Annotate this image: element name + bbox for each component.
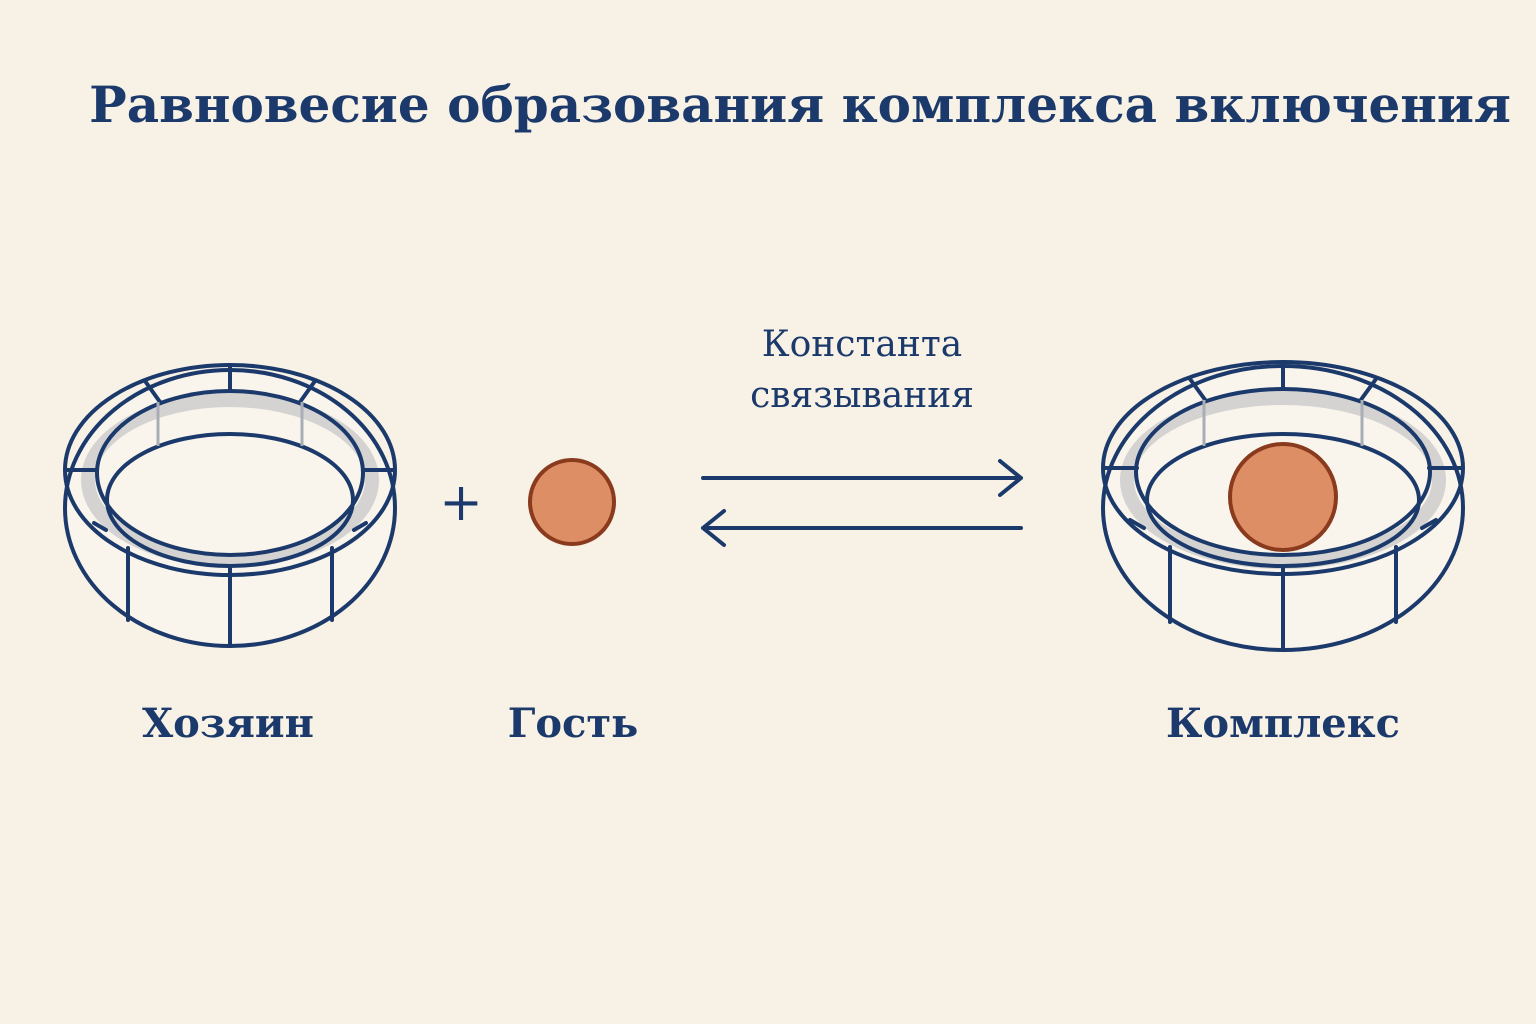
binding-constant-label-line1: Константа <box>762 324 962 365</box>
plus-sign: + <box>439 473 483 533</box>
reverse-arrow <box>701 509 1023 547</box>
complex-label: Комплекс <box>1166 700 1400 747</box>
diagram-title: Равновесие образования комплекса включен… <box>89 75 1511 134</box>
forward-arrow <box>701 459 1023 497</box>
binding-constant-label-line2: связывания <box>750 375 974 416</box>
host-label: Хозяин <box>142 700 314 747</box>
guest-label: Гость <box>508 700 639 747</box>
complex-macrocycle <box>1101 360 1465 652</box>
guest-molecule <box>528 458 616 546</box>
equilibrium-arrows <box>701 459 1023 547</box>
host-macrocycle <box>63 363 397 648</box>
bound-guest-molecule <box>1228 442 1338 552</box>
